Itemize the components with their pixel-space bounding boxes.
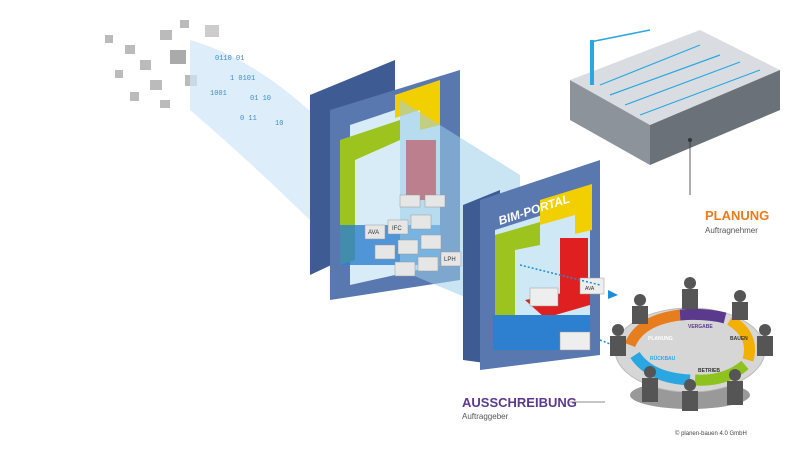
- svg-text:01 10: 01 10: [250, 95, 271, 103]
- svg-text:1001: 1001: [210, 90, 227, 98]
- svg-text:PLANUNG: PLANUNG: [648, 336, 673, 342]
- key-lph: LPH: [444, 257, 456, 263]
- svg-text:VERGABE: VERGABE: [688, 324, 713, 330]
- round-table: [610, 277, 773, 411]
- svg-text:BAUEN: BAUEN: [730, 336, 748, 342]
- svg-text:10: 10: [275, 120, 283, 128]
- ausschreibung-subtitle: Auftraggeber: [462, 412, 509, 421]
- keyboard: [364, 194, 462, 277]
- binary-digits: 0110 01 1 0101 01 10 1001 0 11 10: [210, 55, 283, 128]
- key-ava: AVA: [368, 230, 379, 236]
- ausschreibung-heading: AUSSCHREIBUNG: [462, 395, 577, 410]
- cycle-segment-planung: [624, 309, 681, 348]
- svg-text:BETRIEB: BETRIEB: [698, 368, 720, 374]
- copyright-notice: © planen-bauen 4.0 GmbH: [675, 431, 747, 437]
- cycle-segment-vergabe: [679, 308, 727, 324]
- planung-subtitle: Auftragnehmer: [705, 226, 758, 235]
- svg-text:RÜCKBAU: RÜCKBAU: [650, 355, 676, 362]
- cycle-segment-betrieb: [694, 360, 749, 386]
- binary-stream: [190, 40, 330, 240]
- key-ifc: IFC: [392, 226, 402, 232]
- cycle-segment-rueckbau: [630, 351, 691, 386]
- svg-text:0110 01: 0110 01: [215, 55, 244, 63]
- construction-site-model: [570, 29, 780, 195]
- svg-text:1 0101: 1 0101: [230, 75, 255, 83]
- planung-heading: PLANUNG: [705, 208, 770, 223]
- people: [610, 277, 773, 411]
- box-ava: AVA: [585, 286, 595, 292]
- cycle-segment-bauen: [726, 315, 755, 362]
- bim-portal-frame: [463, 160, 622, 370]
- svg-text:0 11: 0 11: [240, 115, 257, 123]
- cycle-labels: PLANUNG VERGABE BAUEN BETRIEB RÜCKBAU: [648, 324, 748, 374]
